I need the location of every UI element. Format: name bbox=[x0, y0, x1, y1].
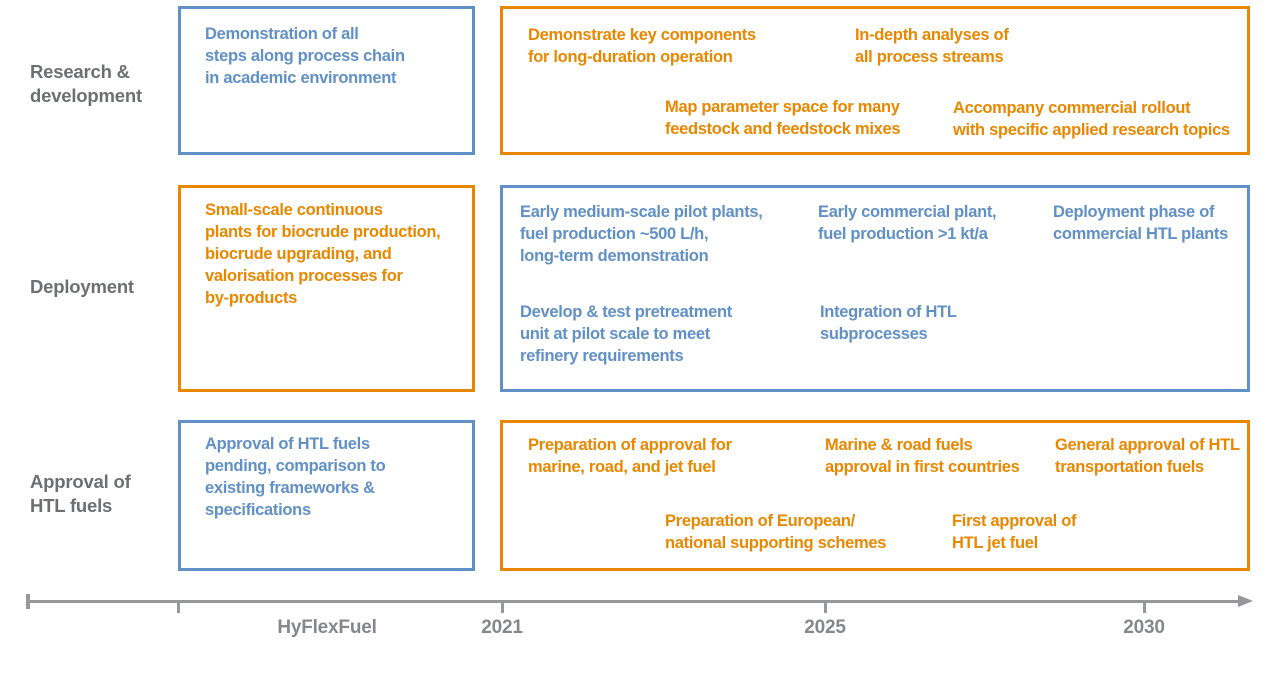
timeline-label-2030: 2030 bbox=[1123, 617, 1165, 638]
timeline-label-hyflexfuel: HyFlexFuel bbox=[277, 617, 377, 638]
milestone-approval-pending: Approval of HTL fuels pending, compariso… bbox=[205, 435, 386, 519]
row-label-deployment: Deployment bbox=[30, 276, 134, 297]
milestone-general-approval: General approval of HTL transportation f… bbox=[1055, 436, 1240, 476]
timeline-arrowhead-icon bbox=[1238, 595, 1253, 607]
milestone-develop-test-pretreatment: Develop & test pretreatment unit at pilo… bbox=[520, 303, 732, 365]
timeline-label-2025: 2025 bbox=[804, 617, 846, 638]
milestone-demonstration-all-steps: Demonstration of all steps along process… bbox=[205, 25, 405, 87]
milestone-early-commercial-plant: Early commercial plant, fuel production … bbox=[818, 203, 997, 243]
approval-past-box bbox=[178, 420, 475, 571]
milestone-marine-road-approval: Marine & road fuels approval in first co… bbox=[825, 436, 1020, 476]
milestone-first-approval-jet-fuel: First approval of HTL jet fuel bbox=[952, 512, 1077, 552]
timeline-tick-project-start bbox=[177, 601, 180, 613]
milestone-preparation-approval-fuels: Preparation of approval for marine, road… bbox=[528, 436, 732, 476]
milestone-integration-htl-subprocesses: Integration of HTL subprocesses bbox=[820, 303, 957, 343]
milestone-small-scale-continuous-plants: Small-scale continuous plants for biocru… bbox=[205, 201, 441, 307]
rnd-future-box bbox=[500, 6, 1250, 155]
milestone-map-parameter-space: Map parameter space for many feedstock a… bbox=[665, 98, 901, 138]
milestone-early-pilot-plants: Early medium-scale pilot plants, fuel pr… bbox=[520, 203, 763, 265]
milestone-preparation-supporting-schemes: Preparation of European/ national suppor… bbox=[665, 512, 887, 552]
milestone-deployment-phase: Deployment phase of commercial HTL plant… bbox=[1053, 203, 1228, 243]
milestone-in-depth-analyses: In-depth analyses of all process streams bbox=[855, 26, 1009, 66]
deployment-future-box bbox=[500, 185, 1250, 392]
row-label-research-development: Research & development bbox=[30, 61, 142, 106]
milestone-accompany-commercial-rollout: Accompany commercial rollout with specif… bbox=[953, 99, 1230, 139]
timeline-tick-2030 bbox=[1143, 601, 1146, 613]
timeline-tick-2021 bbox=[501, 601, 504, 613]
deployment-past-box bbox=[178, 185, 475, 392]
timeline-start-cap bbox=[26, 594, 30, 609]
approval-future-box bbox=[500, 420, 1250, 571]
rnd-past-box bbox=[178, 6, 475, 155]
row-label-approval-htl-fuels: Approval of HTL fuels bbox=[30, 471, 131, 516]
timeline-tick-2025 bbox=[824, 601, 827, 613]
timeline-axis bbox=[28, 600, 1242, 603]
timeline-label-2021: 2021 bbox=[481, 617, 523, 638]
milestone-demonstrate-key-components: Demonstrate key components for long-dura… bbox=[528, 26, 756, 66]
